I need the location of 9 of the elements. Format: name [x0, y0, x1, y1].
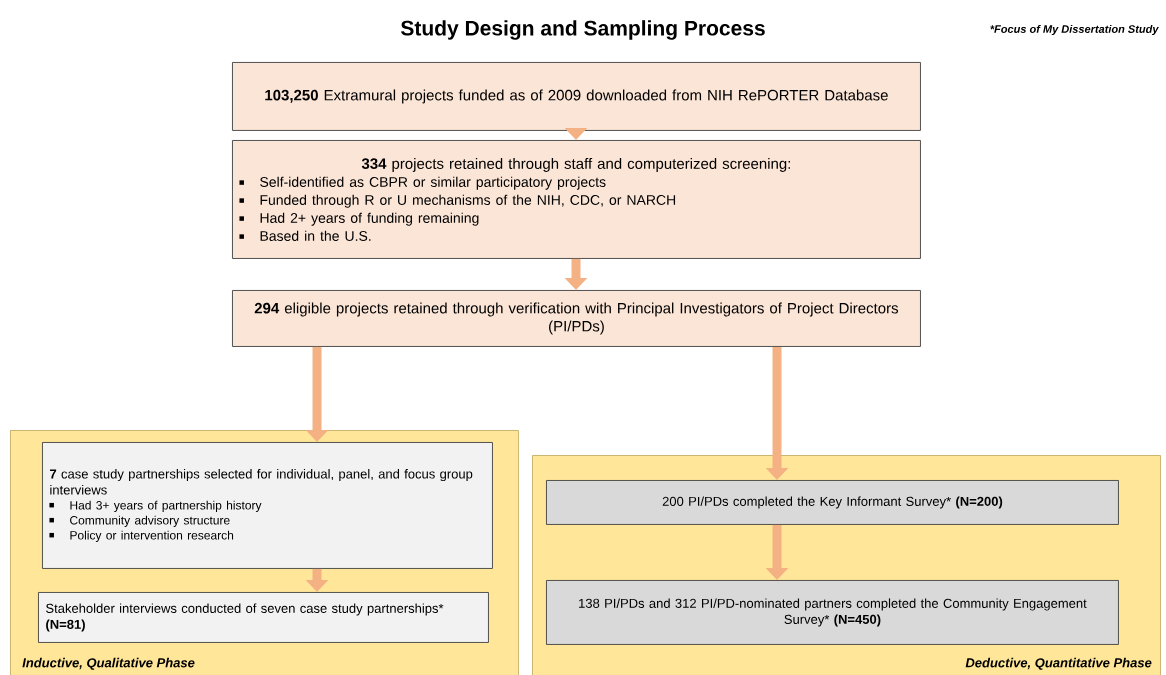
process-box: 200 PI/PDs completed the Key Informant Survey* (N=200): [546, 480, 1119, 525]
footnote: *Focus of My Dissertation Study: [990, 24, 1159, 36]
process-box: 138 PI/PDs and 312 PI/PD-nominated partners completed the Community Engagement Survey* (N=450): [546, 580, 1119, 645]
process-box: 7 case study partnerships selected for individual, panel, and focus group interviews Had 3+ years of partnership history Community advisory structure Policy or intervention research: [42, 442, 493, 569]
process-box: 334 projects retained through staff and computerized screening: Self-identified as CBPR or similar participatory projects Funded through R or U mechanisms of the NIH, CDC, or NARCH Had 2+ years of funding remaining Based in the U.S.: [232, 140, 921, 259]
process-box: 103,250 Extramural projects funded as of 2009 downloaded from NIH RePORTER Database: [232, 62, 921, 131]
process-box: Stakeholder interviews conducted of seven case study partnerships* (N=81): [38, 592, 489, 643]
process-box: 294 eligible projects retained through verification with Principal Investigators of Project Directors (PI/PDs): [232, 290, 921, 347]
title: Study Design and Sampling Process: [401, 20, 765, 40]
